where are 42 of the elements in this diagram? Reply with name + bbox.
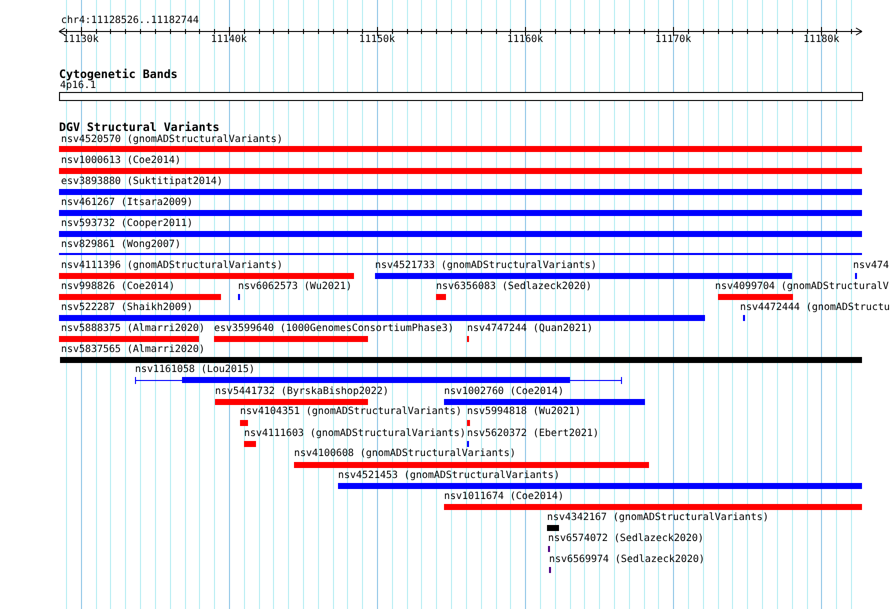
- variant-label: nsv1161058 (Lou2015): [135, 364, 255, 376]
- variant-label: nsv4100608 (gnomADStructuralVariants): [294, 448, 516, 460]
- variant-label: nsv461267 (Itsara2009): [61, 197, 193, 209]
- track-heading: Cytogenetic Bands: [59, 68, 178, 80]
- variant-label: nsv6574072 (Sedlazeck2020): [548, 533, 704, 545]
- tick-label: 11180k: [803, 34, 840, 46]
- variant-label: nsv6062573 (Wu2021): [238, 281, 352, 293]
- variant-label: nsv4747244 (Quan2021): [467, 323, 593, 335]
- variant-label: nsv474: [853, 260, 889, 272]
- variant-label: nsv4520570 (gnomADStructuralVariants): [61, 134, 283, 146]
- variant-label: nsv998826 (Coe2014): [61, 281, 175, 293]
- band-label: 4p16.1: [60, 80, 96, 92]
- variant-label: nsv1002760 (Coe2014): [444, 386, 564, 398]
- tick-label: 11140k: [210, 34, 247, 46]
- variant-label: esv3599640 (1000GenomesConsortiumPhase3): [214, 323, 454, 335]
- variant-label: nsv6569974 (Sedlazeck2020): [549, 554, 705, 566]
- variant-label: nsv5441732 (ByrskaBishop2022): [215, 386, 389, 398]
- variant-label: nsv4111396 (gnomADStructuralVariants): [61, 260, 283, 272]
- variant-label: nsv4342167 (gnomADStructuralVariants): [547, 512, 769, 524]
- variant-label: nsv5994818 (Wu2021): [467, 406, 581, 418]
- variant-label: nsv1000613 (Coe2014): [61, 155, 181, 167]
- variant-label: nsv4521453 (gnomADStructuralVariants): [338, 470, 560, 482]
- variant-label: nsv4472444 (gnomADStructu: [740, 302, 890, 314]
- variant-label: nsv4104351 (gnomADStructuralVariants): [240, 406, 462, 418]
- variant-label: esv3893880 (Suktitipat2014): [61, 176, 223, 188]
- variant-label: nsv829861 (Wong2007): [61, 239, 181, 251]
- tick-label: 11160k: [507, 34, 544, 46]
- variant-label: nsv522287 (Shaikh2009): [61, 302, 193, 314]
- variant-label: nsv4111603 (gnomADStructuralVariants): [244, 428, 466, 440]
- variant-label: nsv1011674 (Coe2014): [444, 491, 564, 503]
- location-label: chr4:11128526..11182744: [61, 15, 199, 27]
- variant-label: nsv5837565 (Almarri2020): [61, 344, 205, 356]
- variant-label: nsv5888375 (Almarri2020): [61, 323, 205, 335]
- tick-label: 11130k: [62, 34, 99, 46]
- tick-label: 11170k: [655, 34, 692, 46]
- variant-label: nsv4521733 (gnomADStructuralVariants): [375, 260, 597, 272]
- track-heading: DGV Structural Variants: [59, 120, 220, 134]
- variant-label: nsv4099704 (gnomADStructuralV: [715, 281, 889, 293]
- variant-label: nsv5620372 (Ebert2021): [467, 428, 599, 440]
- tick-label: 11150k: [359, 34, 395, 46]
- variant-label: nsv593732 (Cooper2011): [61, 218, 193, 230]
- variant-label: nsv6356083 (Sedlazeck2020): [436, 281, 592, 293]
